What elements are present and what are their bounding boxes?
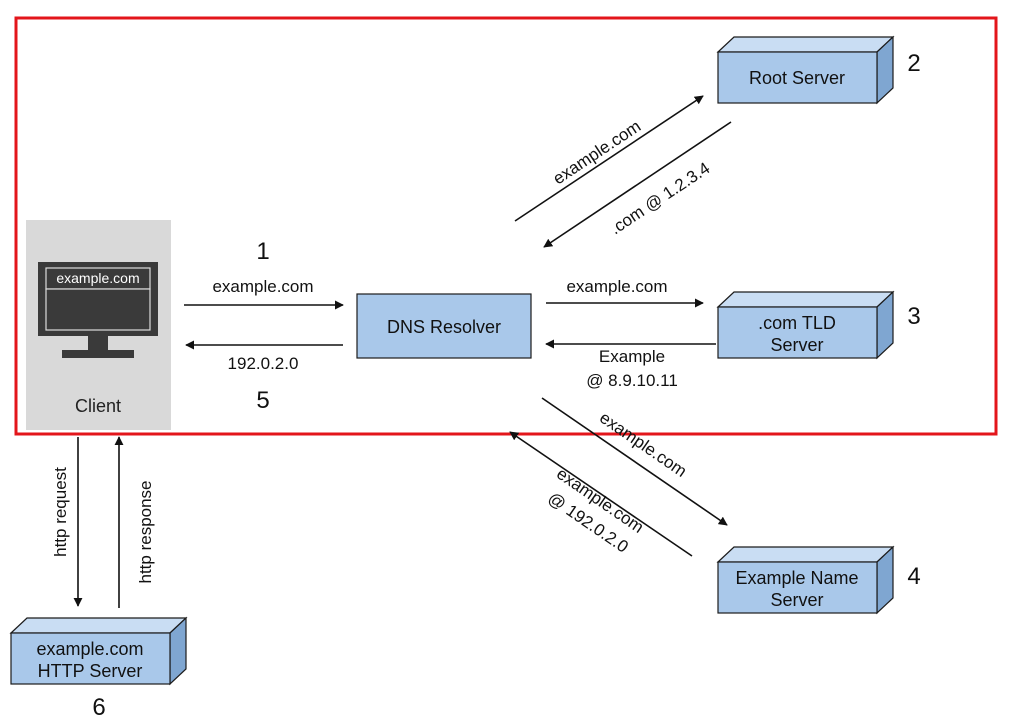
client-node: example.com Client [26,220,171,430]
arrow-resolver-to-root [514,95,704,222]
highlight-frame [14,16,998,436]
http-server-node: example.com HTTP Server [9,616,188,686]
label-resolver-to-root: example.com [550,117,645,189]
arrow-ns-to-resolver [509,431,693,557]
client-screen-text: example.com [56,270,139,286]
monitor-icon [38,262,158,358]
label-http-request: http request [51,467,70,557]
label-resolver-to-tld: example.com [566,277,667,296]
dns-resolver-node: DNS Resolver [356,293,532,359]
tld-server-label-line2: Server [770,335,823,355]
label-root-to-resolver: .com @ 1.2.3.4 [607,159,714,239]
step-6-number: 6 [92,694,105,719]
step-4-number: 4 [907,563,920,590]
label-tld-to-resolver-line1: Example [599,347,665,366]
arrow-resolver-to-ns [541,397,728,526]
label-client-to-resolver: example.com [212,277,313,296]
arrow-root-to-resolver [543,121,732,248]
step-3-number: 3 [907,303,920,330]
dns-resolver-label: DNS Resolver [387,317,501,337]
http-server-label-line1: example.com [36,639,143,659]
label-tld-to-resolver-line2: @ 8.9.10.11 [586,371,678,390]
http-server-label-line2: HTTP Server [38,661,143,681]
label-resolver-to-client: 192.0.2.0 [228,354,299,373]
name-server-label-line2: Server [770,590,823,610]
tld-server-label-line1: .com TLD [758,313,836,333]
tld-server-node: .com TLD Server [716,290,895,360]
step-1-number: 1 [256,238,269,265]
name-server-node: Example Name Server [716,545,895,615]
label-http-response: http response [136,480,155,583]
step-5-number: 5 [256,387,269,414]
name-server-label-line1: Example Name [735,568,858,588]
root-server-label: Root Server [749,68,845,88]
step-2-number: 2 [907,50,920,77]
client-label: Client [75,396,121,416]
root-server-node: Root Server [716,35,895,105]
